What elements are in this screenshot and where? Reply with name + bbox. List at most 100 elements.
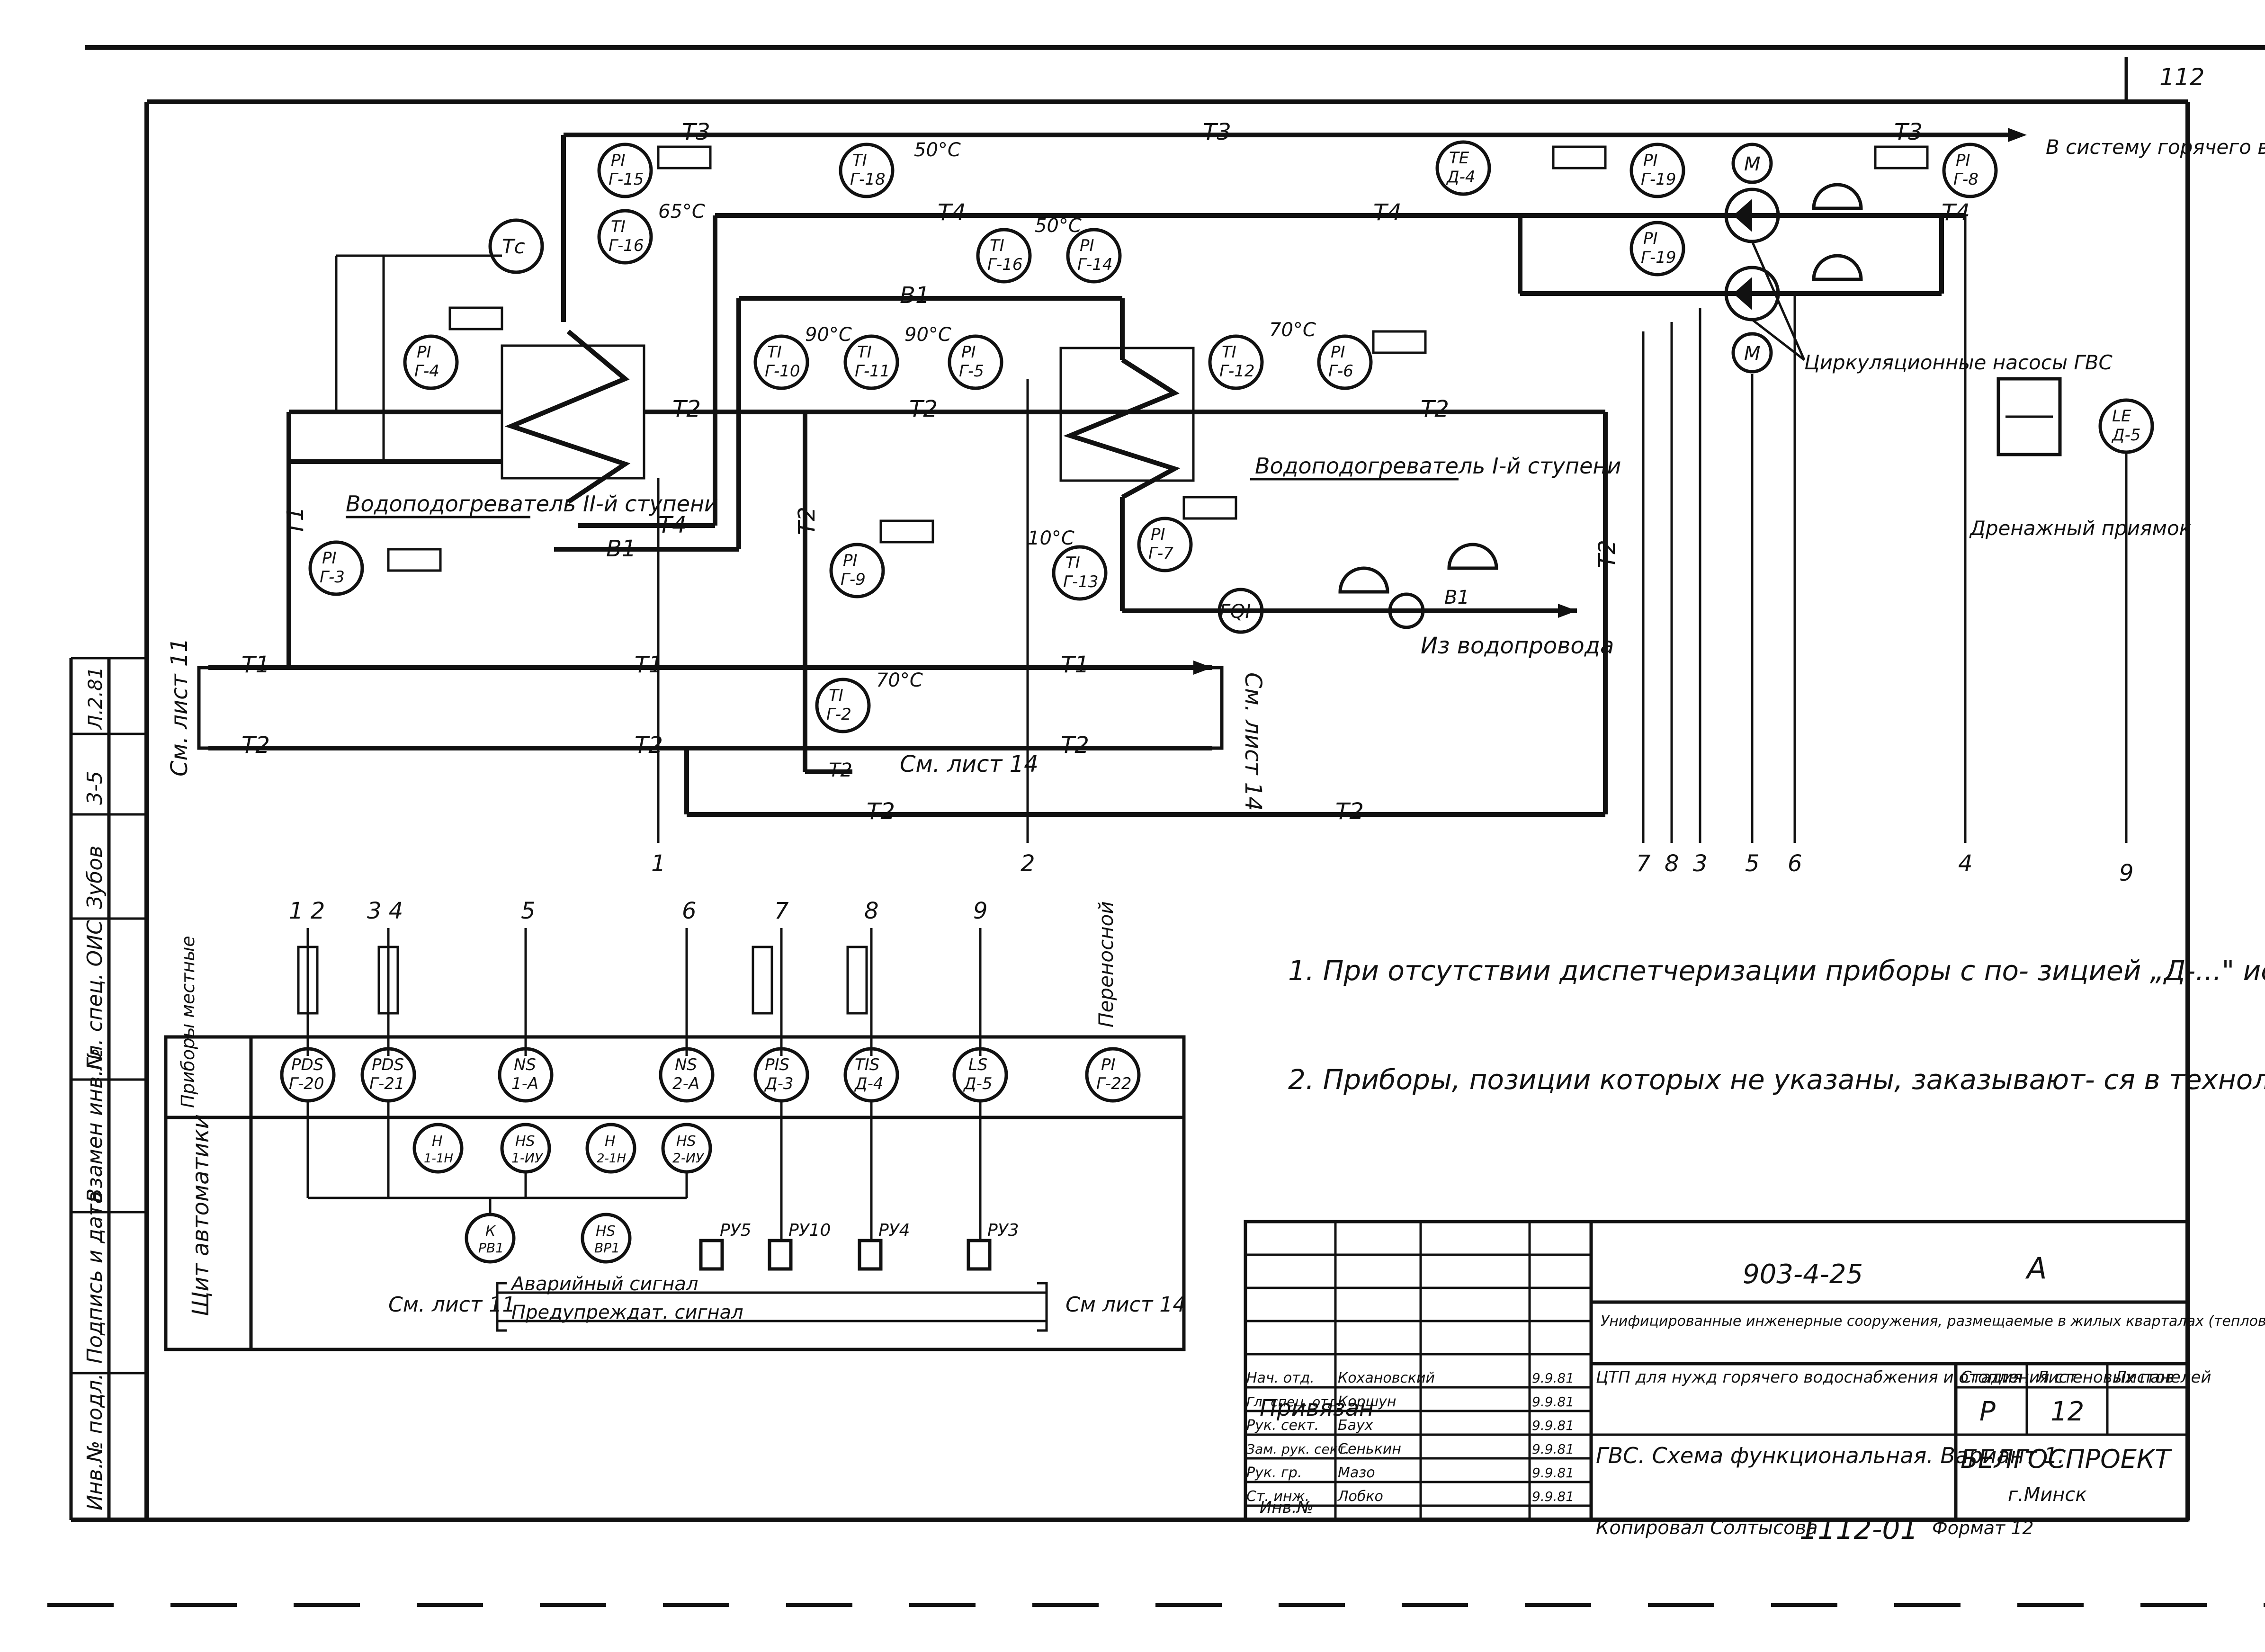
strip-inv-podl: Инв.№ подл. [83,1373,107,1510]
panel-top-number: 3 4 [367,898,403,924]
svg-text:Г-8: Г-8 [1953,170,1979,189]
label-see-sheet-14c: См лист 14 [1065,1293,1186,1317]
svg-text:NS: NS [675,1055,697,1074]
indicator-box [387,548,442,572]
svg-text:9.9.81: 9.9.81 [1532,1394,1574,1410]
indicator-box [657,145,712,170]
title-block [1244,1220,2190,1522]
svg-text:TIS: TIS [855,1055,879,1074]
svg-text:Д-4: Д-4 [854,1074,883,1093]
label-see-sheet-14: См. лист 14 [900,751,1038,777]
role-row: Рук. сект. Баух 9.9.81 [1246,1417,1574,1434]
svg-text:Мазо: Мазо [1338,1464,1375,1481]
row-local-devices: Приборы местные [178,936,198,1108]
label-to-hot-water: В систему горячего водо- снабжения [2046,135,2265,159]
svg-text:9.9.81: 9.9.81 [1532,1441,1574,1457]
relay-ru3 [967,1239,992,1271]
note-2: 2. Приборы, позиции которых не указаны, … [1288,1063,2265,1096]
svg-text:Н: Н [605,1133,616,1150]
strip-date: Л.2.81 [85,667,107,730]
temp-label: 50°С [914,139,961,161]
arrow-to-hot-water [2008,128,2027,142]
svg-text:Г-12: Г-12 [1219,362,1254,381]
indicator-box [1372,330,1427,354]
relay-label: РУ3 [987,1221,1019,1240]
panel-top-number: 7 [774,898,789,924]
panel-table [164,1035,1186,1351]
instrument-pi-g19b: PI Г-19 [1629,221,1685,277]
line-number: 9 [2119,860,2134,886]
tied-label: Привязан [1260,1395,1374,1421]
panel-device-hs-vr1: HS ВР1 [581,1213,632,1264]
label-t1: Т1 [282,507,309,535]
svg-text:TI: TI [829,686,843,705]
svg-text:NS: NS [514,1055,536,1074]
svg-text:Г-9: Г-9 [841,570,866,589]
label-portable: Переносной [1094,901,1118,1027]
svg-text:PDS: PDS [291,1055,323,1074]
svg-text:Г-4: Г-4 [414,362,439,381]
indicator-box [1182,496,1237,520]
svg-text:PI: PI [1151,525,1165,544]
sheets-header: Листов [2113,1368,2175,1387]
temp-label: 90°С [904,324,951,346]
valve-actuator-icon [1447,543,1498,570]
svg-text:1-ИУ: 1-ИУ [511,1150,544,1166]
instrument-pi-g4: PI Г-4 [403,334,459,390]
svg-text:PI: PI [322,549,337,568]
sheet-number: 112 [2159,63,2204,91]
copied-by: Копировал Солтысова [1596,1517,1818,1539]
row-auto-panel: Щит автоматики [188,1114,214,1316]
svg-text:PI: PI [1080,236,1094,255]
inv-no: Инв.№ [1260,1498,1314,1517]
panel-device-tis-d4: TIS Д-4 [843,1047,899,1103]
panel-device-ns-2a: NS 2-А [659,1047,715,1103]
svg-text:Д-5: Д-5 [963,1074,992,1093]
panel-device-h-2: Н 2-1Н [585,1123,636,1174]
svg-text:TI: TI [1222,343,1236,362]
label-t1: Т1 [1061,652,1089,678]
label-circ-pumps: Циркуляционные насосы ГВС [1804,351,2113,374]
motor-2 [1731,332,1773,374]
label-v1: В1 [606,536,636,562]
label-t2: Т2 [794,507,820,535]
svg-text:Нач. отд.: Нач. отд. [1246,1370,1315,1386]
arrow-t1 [1193,661,1212,675]
panel-top-number: 1 2 [289,898,325,924]
strainer-icon [1388,592,1425,629]
label-t2: Т2 [1061,732,1089,759]
stage-value: Р [1979,1396,1996,1427]
svg-text:Д-3: Д-3 [764,1074,793,1093]
svg-text:PI: PI [1643,229,1658,248]
instrument-ti-g16b: TI Г-16 [976,228,1032,284]
drain-pit [1996,377,2062,456]
svg-text:Г-5: Г-5 [959,362,984,381]
indicator-box [879,519,934,544]
svg-text:2-1Н: 2-1Н [597,1152,626,1166]
bracket-left [197,666,208,750]
relay-ru5 [699,1239,724,1271]
label-t2: Т2 [909,396,938,422]
instrument-pi-g8: PI Г-8 [1942,143,1998,198]
svg-text:К: К [485,1223,496,1240]
org-name: БЕЛГОСПРОЕКТ [1961,1444,2172,1474]
panel-lamp [846,946,868,1015]
instrument-pi-g19a: PI Г-19 [1629,143,1685,198]
svg-text:PI: PI [843,551,858,570]
indicator-box [1874,145,1929,170]
svg-text:Г-13: Г-13 [1063,572,1098,591]
bus-bracket-left [496,1282,507,1332]
line-number: 6 [1788,850,1802,877]
sheet-title: ГВС. Схема функциональная. Вариант 1. [1596,1443,2065,1468]
check-valve-icon [1812,183,1863,210]
svg-text:Г-21: Г-21 [369,1074,404,1093]
stage-header: Стадия [1961,1368,2022,1387]
label-from-water-supply: Из водопровода [1421,633,1614,659]
svg-text:1-1Н: 1-1Н [424,1152,453,1166]
instrument-ti-g16: TI Г-16 [597,209,653,265]
panel-device-hs-2iu: HS 2-ИУ [661,1123,712,1174]
indicator-box [1552,145,1607,170]
instrument-pi-g6: PI Г-6 [1317,334,1373,390]
svg-text:Г-19: Г-19 [1641,248,1676,267]
